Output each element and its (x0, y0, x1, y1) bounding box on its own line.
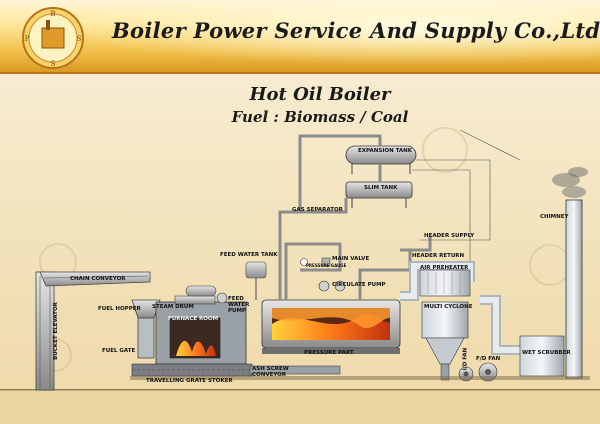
diagram-title: Hot Oil Boiler (249, 84, 391, 105)
label-header-supply: HEADER SUPPLY (424, 233, 475, 239)
fuel-subtitle: Fuel : Biomass / Coal (231, 108, 409, 126)
pressure-part (261, 299, 401, 354)
main-valve (321, 257, 331, 267)
chimney-stack (552, 167, 588, 379)
label-circulate-pump: CIRCULATE PUMP (332, 282, 386, 288)
air-preheater (419, 269, 471, 297)
label-fuel-gate: FUEL GATE (102, 348, 136, 354)
instrument-lines (412, 129, 521, 280)
diagram-background (0, 74, 600, 424)
label-expansion-tank: EXPANSION TANK (358, 148, 413, 154)
label-multi-cyclone: MULTI CYCLONE (424, 304, 473, 310)
label-main-valve: MAIN VALVE (332, 256, 370, 262)
wet-scrubber (519, 335, 565, 377)
label-steam-drum: STEAM DRUM (152, 304, 194, 310)
steam-drum (185, 285, 217, 297)
label-fd-fan: F/D FAN (476, 356, 501, 362)
travelling-grate-stoker (131, 363, 253, 377)
fuel-hopper (131, 299, 161, 359)
label-id-fan: I/D FAN (462, 347, 469, 371)
header-glow (0, 0, 600, 72)
feed-water-tank (245, 261, 267, 300)
thermal-oil-piping (278, 134, 432, 300)
label-wet-scrubber: WET SCRUBBER (522, 350, 571, 356)
label-pressure-part: PRESSURE PART (304, 350, 354, 356)
feed-water-pump (216, 292, 228, 304)
chain-conveyor (39, 271, 151, 287)
logo-letter-s2: S (51, 60, 56, 68)
pressure-gauge-device (300, 258, 308, 266)
company-name: Boiler Power Service And Supply Co.,Ltd. (112, 18, 600, 43)
label-travelling-grate-stoker: TRAVELLING GRATE STOKER (146, 378, 233, 384)
multi-cyclone (421, 301, 469, 381)
label-ash-screw-conveyor: ASH SCREW CONVEYOR (252, 366, 289, 378)
label-slim-tank: SLIM TANK (364, 185, 398, 191)
furnace-body (155, 295, 247, 365)
circulate-pump (318, 280, 346, 292)
logo-letter-p: P (25, 35, 30, 43)
label-fuel-hopper: FUEL HOPPER (98, 306, 141, 312)
label-chimney: CHIMNEY (540, 214, 569, 220)
label-bucket-elevator: BUCKET ELEVATOR (52, 302, 59, 360)
logo-letter-b: B (50, 10, 55, 18)
label-air-preheater: AIR PREHEATER (420, 265, 469, 271)
label-feed-water-tank: FEED WATER TANK (220, 252, 278, 258)
label-chain-conveyor: CHAIN CONVEYOR (70, 276, 126, 282)
bucket-elevator (35, 271, 55, 391)
logo-letter-s1: S (77, 35, 82, 43)
label-gas-separator: GAS SEPARATOR (292, 207, 343, 213)
label-pressure-gauge: PRESSURE GAUGE (306, 263, 347, 268)
ash-screw-conveyor (249, 365, 341, 375)
label-header-return: HEADER RETURN (412, 253, 465, 259)
label-feed-water-pump: FEED WATER PUMP (228, 296, 250, 314)
label-furnace-room: FURNACE ROOM (168, 316, 219, 322)
company-logo: B P S S (22, 7, 84, 69)
